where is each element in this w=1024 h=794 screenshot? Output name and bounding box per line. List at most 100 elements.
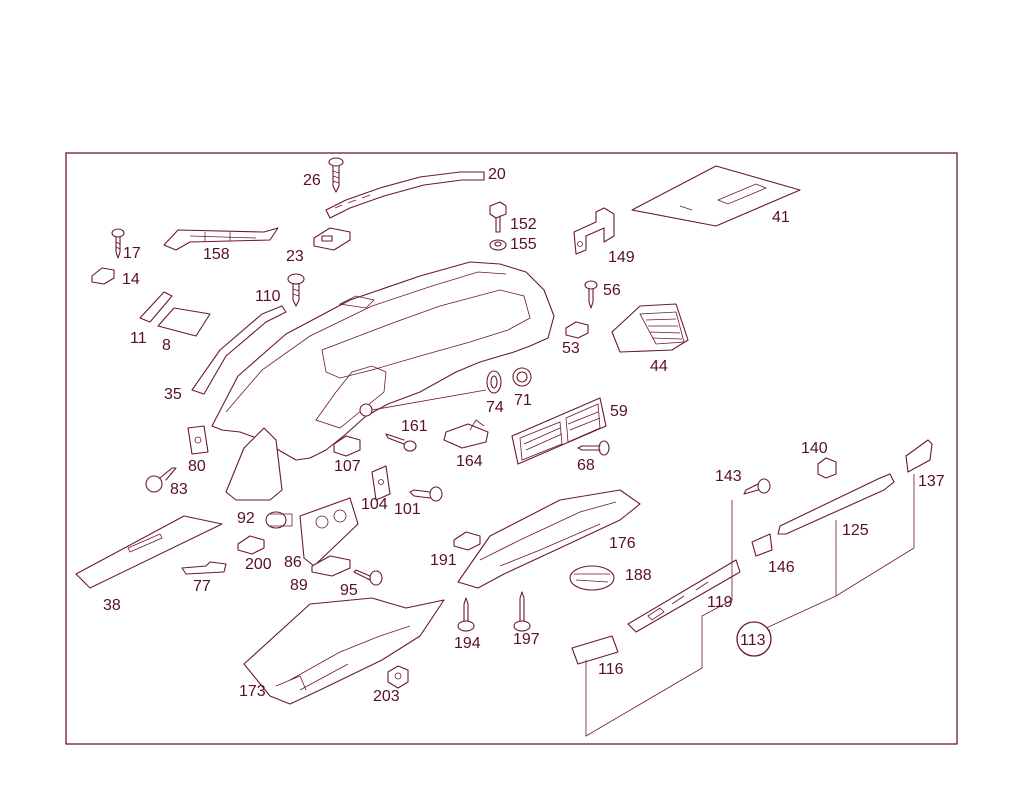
diagram-frame	[65, 152, 958, 745]
part-173-lower-trim	[243, 597, 445, 705]
part-74-ring	[486, 370, 502, 394]
part-119-switch-panel	[627, 559, 741, 633]
part-56-screw	[584, 280, 598, 309]
part-101-screw	[409, 486, 443, 502]
part-17-screw	[111, 228, 125, 259]
label-194: 194	[454, 635, 481, 652]
label-191: 191	[430, 552, 457, 569]
part-152-bolt	[489, 201, 507, 233]
part-197-screw	[513, 591, 531, 632]
label-14: 14	[122, 271, 140, 288]
label-152: 152	[510, 216, 537, 233]
part-59-center-vent	[511, 397, 607, 465]
label-140: 140	[801, 440, 828, 457]
label-164: 164	[456, 453, 483, 470]
label-149: 149	[608, 249, 635, 266]
label-197: 197	[513, 631, 540, 648]
part-104-bracket	[371, 465, 391, 501]
label-35: 35	[164, 386, 182, 403]
part-8-trim	[157, 307, 211, 337]
label-119: 119	[707, 594, 733, 611]
label-80: 80	[188, 458, 206, 475]
label-83: 83	[170, 481, 188, 498]
label-86: 86	[284, 554, 302, 571]
part-26-screw	[328, 157, 344, 193]
label-77: 77	[193, 578, 211, 595]
part-194-screw	[457, 597, 475, 632]
part-23-clip	[313, 227, 351, 251]
part-143-screw	[743, 478, 771, 495]
label-23: 23	[286, 248, 304, 265]
label-200: 200	[245, 556, 272, 573]
part-35-windshield-trim	[191, 305, 287, 395]
dashboard-carrier	[211, 261, 555, 461]
label-95: 95	[340, 582, 358, 599]
part-20-defroster-strip	[325, 171, 485, 219]
part-89-bracket	[311, 555, 351, 577]
label-155: 155	[510, 236, 537, 253]
part-92-lamp	[265, 511, 293, 529]
part-203-nut	[387, 665, 409, 689]
part-86-switch-bezel	[299, 497, 359, 567]
label-116: 116	[598, 661, 624, 678]
label-59: 59	[610, 403, 628, 420]
part-68-screw	[577, 440, 610, 456]
part-125-trim-strip	[777, 473, 895, 535]
label-107: 107	[334, 458, 361, 475]
label-8: 8	[162, 337, 171, 354]
part-137-cap	[905, 439, 933, 473]
label-11: 11	[130, 330, 147, 347]
label-71: 71	[514, 392, 532, 409]
part-176-glovebox	[457, 489, 641, 589]
label-17: 17	[123, 245, 141, 262]
part-80-clip	[187, 425, 209, 455]
label-26: 26	[303, 172, 321, 189]
part-53-clip	[565, 321, 589, 339]
part-107-clip	[333, 435, 361, 457]
part-140-nut	[817, 457, 837, 479]
part-149-bracket	[573, 207, 615, 255]
part-155-washer	[489, 239, 507, 251]
part-116-bracket	[571, 635, 619, 665]
label-203: 203	[373, 688, 400, 705]
label-92: 92	[237, 510, 255, 527]
label-101: 101	[394, 501, 421, 518]
part-110-screw	[287, 273, 305, 307]
label-56: 56	[603, 282, 621, 299]
part-11-trim	[139, 291, 173, 323]
part-158-bracket	[163, 227, 279, 251]
label-158: 158	[203, 246, 230, 263]
label-161: 161	[401, 418, 428, 435]
part-71-knob	[512, 367, 532, 387]
label-44: 44	[650, 358, 668, 375]
label-188: 188	[625, 567, 652, 584]
label-74: 74	[486, 399, 504, 416]
part-188-lock	[569, 565, 615, 591]
part-95-screw	[353, 569, 383, 586]
label-146: 146	[768, 559, 795, 576]
part-161-screw	[385, 433, 417, 452]
label-143: 143	[715, 468, 742, 485]
group-113-circle	[736, 621, 772, 657]
part-191-clip	[453, 531, 481, 551]
label-104: 104	[361, 496, 388, 513]
label-173: 173	[239, 683, 266, 700]
part-14-clip	[91, 267, 115, 285]
label-38: 38	[103, 597, 121, 614]
group-113-lines	[585, 474, 915, 737]
label-137: 137	[918, 473, 945, 490]
label-125: 125	[842, 522, 869, 539]
label-110: 110	[255, 288, 281, 305]
part-92-knee-panel	[225, 427, 283, 501]
part-44-side-vent	[611, 303, 689, 353]
part-38-lower-cover	[75, 515, 223, 589]
label-20: 20	[488, 166, 506, 183]
label-68: 68	[577, 457, 595, 474]
label-176: 176	[609, 535, 636, 552]
part-164-switch	[443, 419, 489, 449]
label-113: 113	[740, 632, 766, 649]
part-labels: 26 20 17 158 23 152 155 149 41 14 110 56…	[103, 166, 945, 705]
label-89: 89	[290, 577, 308, 594]
